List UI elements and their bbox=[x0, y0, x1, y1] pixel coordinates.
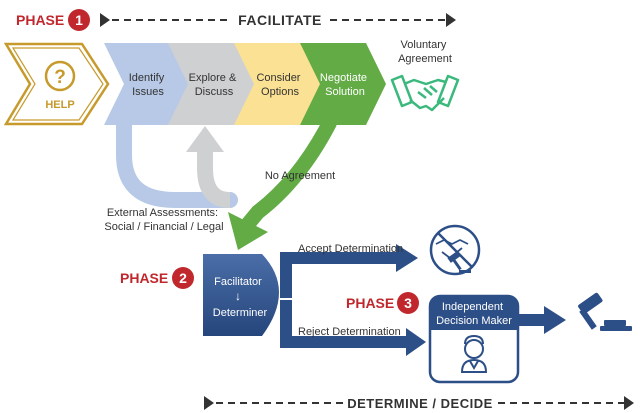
loop-arrowhead-gray bbox=[186, 126, 224, 152]
reject-branch-line bbox=[280, 300, 410, 348]
loop-arrow-gray bbox=[197, 150, 231, 208]
facilitator-down-arrow: ↓ bbox=[235, 289, 241, 303]
no-agreement-arrow bbox=[242, 118, 337, 229]
no-agreement-arrowhead bbox=[228, 212, 268, 250]
decision-maker-header-base bbox=[430, 318, 518, 330]
judge-icon bbox=[460, 334, 488, 373]
phase2-badge bbox=[172, 267, 194, 289]
facilitator-text: Facilitator bbox=[214, 276, 262, 288]
step3-text: Consider Options bbox=[256, 72, 303, 98]
decision-maker-text: Independent Decision Maker bbox=[436, 301, 512, 327]
help-chevron bbox=[3, 42, 110, 126]
help-question-icon bbox=[44, 60, 76, 92]
step-negotiate-solution bbox=[300, 43, 386, 125]
accept-determination-text: Accept Determination bbox=[298, 243, 403, 255]
step1-text: Identify Issues bbox=[129, 72, 168, 98]
help-question-mark: ? bbox=[54, 67, 66, 88]
reject-arrowhead bbox=[406, 328, 426, 356]
determine-decide-heading: DETERMINE / DECIDE bbox=[347, 396, 493, 411]
accept-arrowhead bbox=[396, 244, 418, 272]
voluntary-agreement-text: Voluntary Agreement bbox=[398, 39, 452, 65]
step-explore-discuss bbox=[168, 43, 256, 125]
determiner-text: Determiner bbox=[213, 307, 268, 319]
no-agreement-icon bbox=[429, 224, 481, 276]
phase1-left-arrowhead bbox=[100, 13, 110, 27]
help-label: HELP bbox=[45, 99, 74, 111]
phase2-number: 2 bbox=[179, 270, 187, 286]
handshake-icon bbox=[390, 74, 460, 112]
facilitate-heading: FACILITATE bbox=[238, 12, 322, 28]
step-identify-issues bbox=[104, 43, 190, 125]
phase1-label: PHASE bbox=[16, 12, 64, 28]
phase1-badge bbox=[68, 9, 90, 31]
reject-determination-text: Reject Determination bbox=[298, 326, 401, 338]
phase3-number: 3 bbox=[404, 295, 412, 311]
bottom-right-arrowhead bbox=[624, 396, 634, 410]
no-agreement-text: No Agreement bbox=[265, 170, 335, 182]
phase3-badge bbox=[397, 292, 419, 314]
gavel-icon bbox=[578, 292, 632, 331]
help-chevron-inner bbox=[11, 47, 104, 121]
step2-text: Explore & Discuss bbox=[189, 72, 240, 98]
phase1-number: 1 bbox=[75, 12, 83, 28]
phase1-right-arrowhead bbox=[446, 13, 456, 27]
accept-branch-line bbox=[280, 252, 400, 298]
loop-arrow-blue bbox=[116, 118, 238, 208]
step4-text: Negotiate Solution bbox=[320, 72, 370, 98]
step-consider-options bbox=[234, 43, 322, 125]
phase2-label: PHASE bbox=[120, 270, 168, 286]
facilitator-determiner-box bbox=[203, 254, 279, 336]
bottom-left-arrowhead bbox=[204, 396, 214, 410]
phase3-label: PHASE bbox=[346, 295, 394, 311]
decision-arrowhead bbox=[544, 306, 566, 334]
external-assessments-text: External Assessments: Social / Financial… bbox=[104, 207, 223, 233]
small-gavel-icon bbox=[447, 251, 471, 273]
